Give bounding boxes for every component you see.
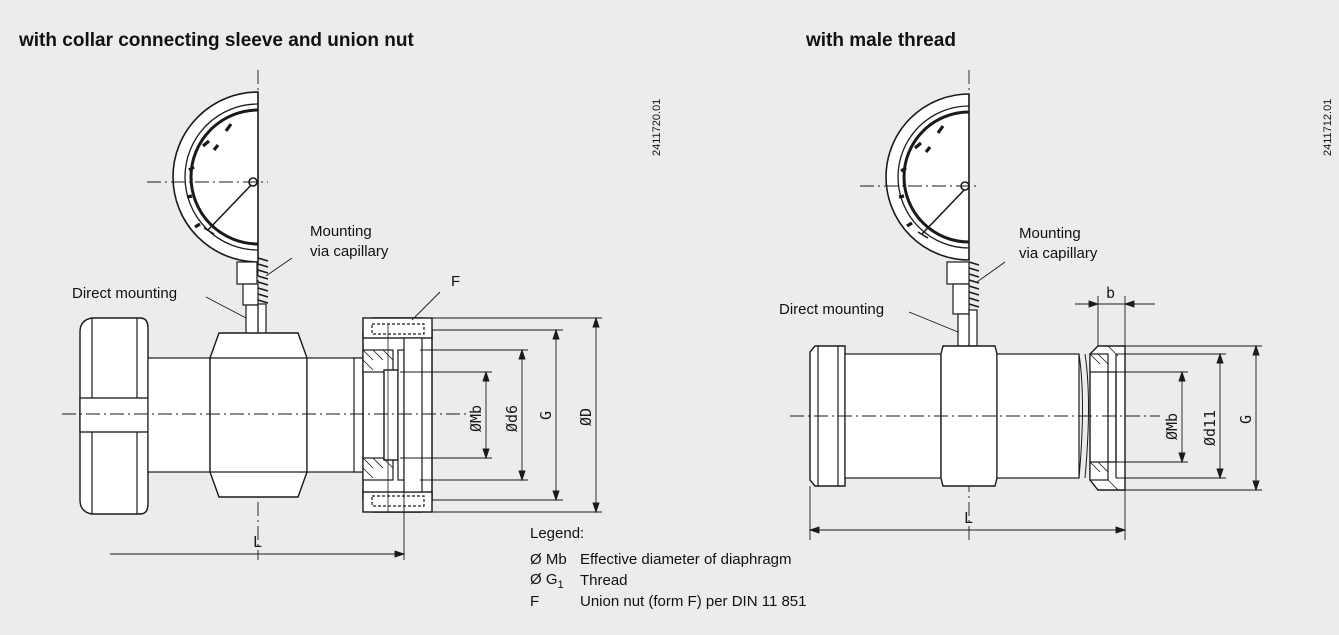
legend-item: F Union nut (form F) per DIN 11 851 [530, 591, 806, 612]
legend-symbol: Ø Mb [530, 551, 567, 568]
right-dimension-labels: b ØMb Ød11 G L [964, 284, 1255, 527]
left-capillary-callout: Mounting via capillary [310, 222, 388, 262]
left-capillary-line2: via capillary [310, 243, 389, 260]
right-dim-mb: ØMb [1163, 413, 1181, 440]
legend-symbol: F [530, 593, 540, 610]
right-gauge [860, 93, 980, 261]
right-dim-b: b [1106, 284, 1115, 302]
left-dim-l: L [253, 533, 262, 551]
right-capillary-line2: via capillary [1019, 245, 1098, 262]
right-capillary [946, 261, 980, 347]
left-capillary-line1: Mounting [310, 223, 372, 240]
right-capillary-callout: Mounting via capillary [1019, 224, 1097, 264]
legend-item: Ø G1 Thread [530, 570, 806, 591]
right-dim-l: L [964, 509, 973, 527]
right-dimension-lines [808, 296, 1262, 540]
legend-text: Thread [580, 572, 628, 589]
left-dim-d: ØD [577, 408, 595, 426]
right-capillary-line1: Mounting [1019, 225, 1081, 242]
left-direct-callout: Direct mounting [72, 285, 178, 302]
heading-right: with male thread [806, 30, 956, 51]
legend-symbol-base: Ø G [530, 570, 558, 588]
left-dimension-labels: ØMb Ød6 G ØD L [253, 405, 595, 551]
right-direct-callout: Direct mounting [779, 301, 885, 318]
left-dim-g: G [537, 411, 555, 420]
left-body [79, 317, 375, 515]
legend: Legend: Ø Mb Effective diameter of diaph… [530, 525, 806, 612]
legend-item: Ø Mb Effective diameter of diaphragm [530, 549, 806, 570]
legend-symbol-subscript: 1 [557, 578, 564, 591]
legend-text: Union nut (form F) per DIN 11 851 [580, 593, 807, 610]
left-dimension-lines [110, 316, 602, 560]
left-dim-mb: ØMb [467, 405, 485, 432]
left-capillary [236, 257, 269, 335]
right-dim-d11: Ød11 [1201, 410, 1219, 446]
legend-title: Legend: [530, 525, 585, 542]
heading-left: with collar connecting sleeve and union … [19, 30, 414, 51]
left-gauge [147, 91, 268, 263]
left-leaders [205, 257, 441, 321]
right-dim-g: G [1237, 415, 1255, 424]
left-union-nut [362, 317, 433, 513]
right-body [809, 345, 1126, 491]
left-dim-d6: Ød6 [503, 405, 521, 432]
legend-text: Effective diameter of diaphragm [580, 551, 792, 568]
legend-symbol: Ø G1 [530, 571, 580, 591]
left-nut-label: F [451, 273, 461, 290]
right-leaders [908, 261, 1006, 333]
